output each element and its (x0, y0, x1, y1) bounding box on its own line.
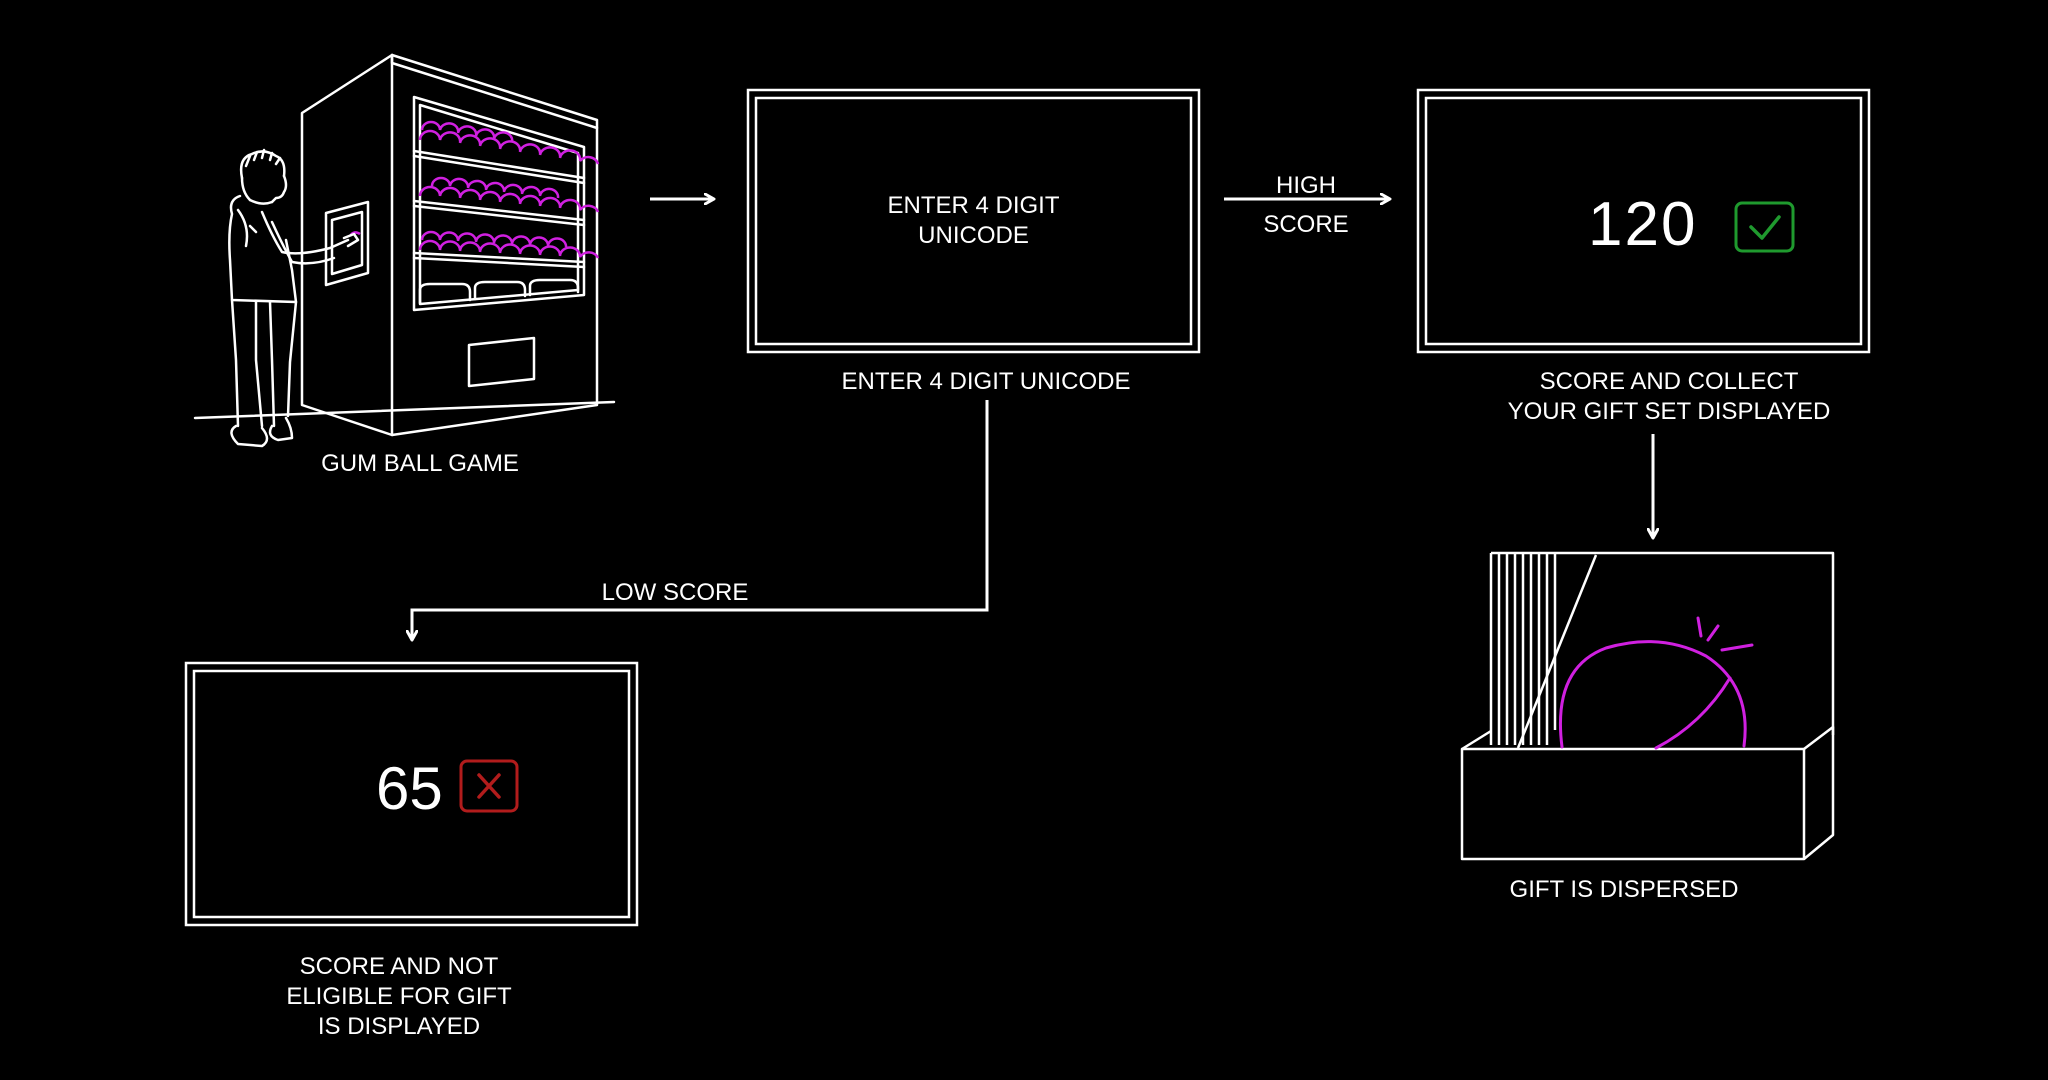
low-score-screen (184, 661, 639, 927)
low-score-caption-line-1: SCORE AND NOT (299, 953, 499, 980)
low-score-caption-line-3: IS DISPLAYED (317, 1013, 481, 1040)
check-icon (1734, 201, 1795, 253)
low-score-edge-label: LOW SCORE (601, 579, 749, 606)
gumball-machine-illustration (193, 53, 616, 437)
low-score-value: 65 (376, 755, 443, 822)
high-score-edge-label: HIGH SCORE (1236, 166, 1376, 244)
gumballs (348, 120, 600, 259)
high-score-caption-line-1: SCORE AND COLLECT (1539, 368, 1799, 395)
enter-code-screen-line-2: UNICODE (918, 222, 1029, 249)
high-score-edge-line-1: HIGH (1276, 172, 1336, 199)
gift-caption: GIFT IS DISPERSED (1509, 876, 1739, 903)
enter-code-screen-line-1: ENTER 4 DIGIT (887, 192, 1060, 219)
high-score-caption: SCORE AND COLLECT YOUR GIFT SET DISPLAYE… (1468, 367, 1870, 427)
high-score-value: 120 (1588, 190, 1698, 259)
enter-code-screen-text: ENTER 4 DIGIT UNICODE (756, 191, 1191, 251)
person-figure (228, 148, 360, 448)
gumball-machine-label: GUM BALL GAME (321, 450, 519, 477)
high-score-caption-line-2: YOUR GIFT SET DISPLAYED (1507, 398, 1831, 425)
high-score-edge-line-2: SCORE (1263, 211, 1349, 238)
high-score-screen (1416, 88, 1871, 354)
arrow-low-score (412, 400, 989, 640)
enter-code-caption: ENTER 4 DIGIT UNICODE (841, 368, 1131, 395)
gumball-in-box (1558, 616, 1754, 750)
low-score-caption: SCORE AND NOT ELIGIBLE FOR GIFT IS DISPL… (259, 952, 539, 1042)
low-score-caption-line-2: ELIGIBLE FOR GIFT (286, 983, 512, 1010)
x-icon (459, 759, 519, 813)
gift-box-illustration (1460, 551, 1835, 861)
enter-code-screen (746, 88, 1201, 354)
